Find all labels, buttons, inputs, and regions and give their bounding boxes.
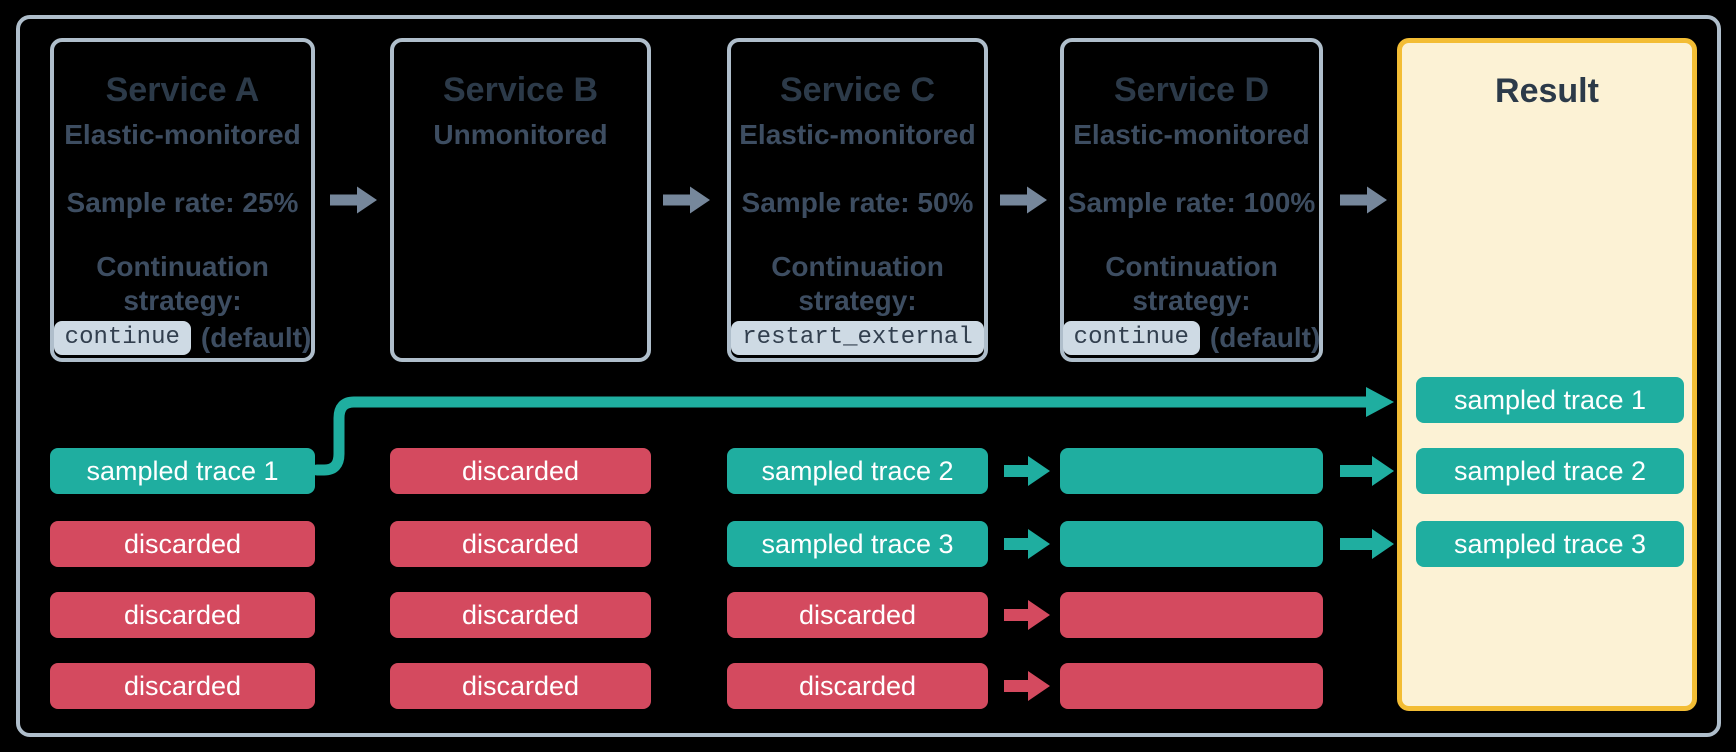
service-a-strategy-suffix: (default) bbox=[200, 322, 312, 353]
service-d-strategy-label: Continuation strategy: bbox=[1105, 251, 1278, 316]
service-a-strategy-code: continue bbox=[53, 321, 191, 355]
service-d-trace-3 bbox=[1060, 592, 1323, 638]
service-d-sample-rate: Sample rate: 100% bbox=[1067, 187, 1316, 218]
result-box: Result bbox=[1397, 38, 1697, 711]
service-b-trace-4: discarded bbox=[390, 663, 651, 709]
service-d-title: Service D bbox=[1114, 71, 1269, 109]
service-b-title: Service B bbox=[443, 71, 598, 109]
service-d-trace-1 bbox=[1060, 448, 1323, 494]
service-d-trace-2 bbox=[1060, 521, 1323, 567]
service-d-strategy-value: continue (default) bbox=[1062, 321, 1321, 355]
service-c-strategy-label: Continuation strategy: bbox=[771, 251, 944, 316]
service-c-trace-2: sampled trace 3 bbox=[727, 521, 988, 567]
service-c-trace-1: sampled trace 2 bbox=[727, 448, 988, 494]
service-c-trace-4: discarded bbox=[727, 663, 988, 709]
service-a-trace-3: discarded bbox=[50, 592, 315, 638]
service-c-monitoring-label: Elastic-monitored bbox=[739, 119, 976, 150]
service-b-monitoring-label: Unmonitored bbox=[433, 119, 608, 150]
service-c-title: Service C bbox=[780, 71, 935, 109]
service-d-box: Service D Elastic-monitored Sample rate:… bbox=[1060, 38, 1323, 362]
service-d-strategy-code: continue bbox=[1062, 321, 1200, 355]
result-title: Result bbox=[1495, 72, 1599, 110]
service-a-trace-2: discarded bbox=[50, 521, 315, 567]
service-a-box: Service A Elastic-monitored Sample rate:… bbox=[50, 38, 315, 362]
result-trace-2: sampled trace 2 bbox=[1416, 448, 1684, 494]
service-a-monitoring-label: Elastic-monitored bbox=[64, 119, 301, 150]
service-d-monitoring-label: Elastic-monitored bbox=[1073, 119, 1310, 150]
service-a-trace-1: sampled trace 1 bbox=[50, 448, 315, 494]
service-c-strategy-code: restart_external bbox=[731, 321, 984, 355]
service-d-strategy-suffix: (default) bbox=[1209, 322, 1321, 353]
result-trace-3: sampled trace 3 bbox=[1416, 521, 1684, 567]
service-a-strategy-label: Continuation strategy: bbox=[96, 251, 269, 316]
service-a-sample-rate: Sample rate: 25% bbox=[66, 187, 299, 218]
service-a-title: Service A bbox=[105, 71, 260, 109]
service-a-trace-4: discarded bbox=[50, 663, 315, 709]
service-c-trace-3: discarded bbox=[727, 592, 988, 638]
service-d-trace-4 bbox=[1060, 663, 1323, 709]
service-b-trace-3: discarded bbox=[390, 592, 651, 638]
result-trace-1: sampled trace 1 bbox=[1416, 377, 1684, 423]
service-b-trace-1: discarded bbox=[390, 448, 651, 494]
service-b-trace-2: discarded bbox=[390, 521, 651, 567]
service-a-strategy-value: continue (default) bbox=[53, 321, 312, 355]
service-c-strategy-value: restart_external bbox=[731, 321, 984, 355]
service-c-sample-rate: Sample rate: 50% bbox=[741, 187, 974, 218]
pipeline-container bbox=[16, 15, 1721, 737]
service-c-box: Service C Elastic-monitored Sample rate:… bbox=[727, 38, 988, 362]
service-b-box: Service B Unmonitored bbox=[390, 38, 651, 362]
